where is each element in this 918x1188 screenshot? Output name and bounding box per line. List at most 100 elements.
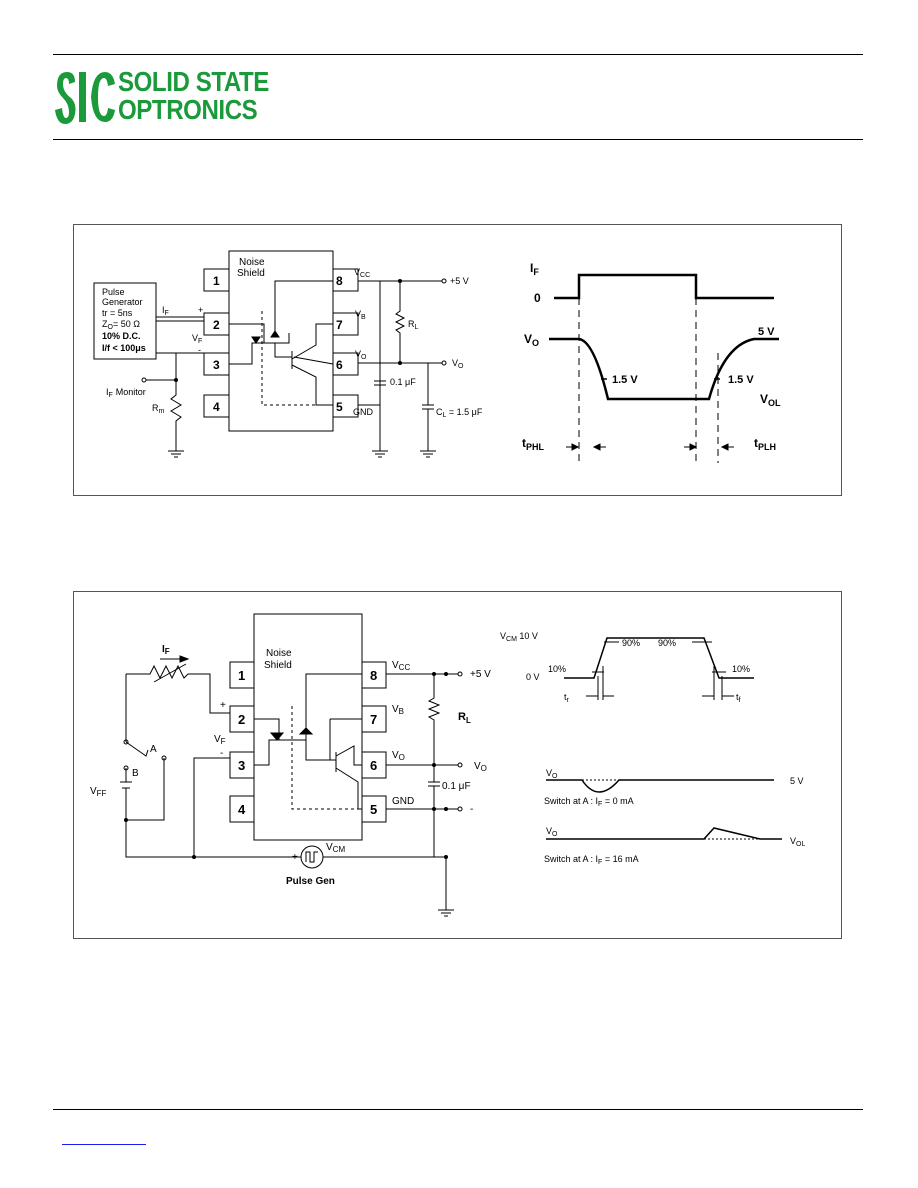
company-name-line1: SOLID STATE — [118, 66, 269, 97]
pin7-label: 7 — [336, 318, 343, 332]
pulse-gen-label: Pulse Gen — [286, 876, 335, 887]
rl-label: RL — [458, 711, 471, 725]
tr-label: tr — [564, 692, 570, 704]
footer-rule — [53, 1109, 863, 1110]
vo-out-label: VO — [474, 761, 487, 773]
junction-dot — [444, 855, 448, 859]
ic-body — [228, 250, 334, 432]
cap-label: 0.1 μF — [442, 781, 471, 792]
pct-90-left: 90% — [622, 638, 640, 648]
pin3-label: 3 — [213, 358, 220, 372]
bypass-capacitor-icon — [428, 765, 440, 809]
vo-waveform-if16 — [546, 827, 782, 840]
ground-icon — [420, 450, 436, 458]
switch-terminal-a — [161, 755, 167, 761]
pulse-generator-icon — [300, 845, 324, 869]
threshold-ticks — [592, 641, 726, 673]
header-top-rule — [53, 54, 863, 55]
pin5-label: 5 — [370, 802, 377, 817]
arrow-icon — [571, 443, 580, 451]
pin8-box — [332, 268, 359, 292]
rm-label: Rm — [152, 403, 165, 415]
rise-fall-markers — [586, 666, 734, 700]
vb-label: VB — [355, 309, 366, 321]
wave1-5v-label: 5 V — [790, 776, 804, 786]
vo-terminal — [457, 762, 463, 768]
vb-label: VB — [392, 704, 404, 716]
vcc-label: VCC — [354, 267, 370, 279]
company-name-line2: OPTRONICS — [118, 94, 258, 125]
rl-label: RL — [408, 319, 419, 331]
pulse-gen-wires — [156, 316, 204, 354]
pct-10-left: 10% — [548, 664, 566, 674]
junction-dot — [398, 361, 402, 365]
pin8-label: 8 — [336, 274, 343, 288]
minus-label: - — [198, 345, 201, 355]
plus-label: + — [220, 700, 226, 711]
logo-mark-icon — [55, 72, 115, 124]
wave-5v-label: 5 V — [758, 326, 775, 338]
vo-terminal — [441, 360, 447, 366]
pin2-label: 2 — [213, 318, 220, 332]
led-icon — [269, 732, 285, 741]
shield-label-1: Noise — [239, 257, 265, 268]
wave-0v-label: 0 V — [526, 672, 540, 682]
wave2-vo-label: VO — [546, 826, 558, 838]
junction-dot — [444, 807, 448, 811]
supply-terminal — [457, 671, 463, 677]
tf-label: tf — [736, 692, 741, 704]
pin8-box — [361, 661, 387, 689]
vo-waveform-if0 — [546, 779, 774, 793]
transistor-icon — [305, 718, 362, 810]
vo-label: VO — [392, 750, 405, 762]
pulse-gen-line6: I/f < 100μs — [102, 343, 146, 353]
pin1-box — [203, 268, 230, 292]
shield-label-2: Shield — [264, 660, 292, 671]
wave2-caption: Switch at A : IF = 16 mA — [544, 854, 639, 866]
arrow-icon — [720, 443, 729, 451]
wave1-caption: Switch at A : IF = 0 mA — [544, 796, 634, 808]
junction-dot — [174, 378, 178, 382]
shield-line — [291, 706, 362, 810]
threshold-label-2: 1.5 V — [728, 374, 754, 386]
junction-dot — [398, 279, 402, 283]
junction-dot — [124, 818, 128, 822]
ground-icon — [372, 450, 388, 458]
monitor-terminal — [141, 377, 147, 383]
wave-vo-label: VO — [524, 332, 539, 348]
vff-label: VFF — [90, 786, 107, 798]
pulse-wave-icon — [305, 851, 318, 863]
pin2-label: 2 — [238, 712, 245, 727]
pin7-label: 7 — [370, 712, 377, 727]
photodiode-icon — [270, 330, 280, 338]
ground-icon — [168, 450, 184, 458]
vcm-label: VCM — [326, 842, 345, 854]
junction-dot — [192, 855, 196, 859]
vo-label: VO — [355, 349, 367, 361]
arrow-icon — [689, 443, 698, 451]
transistor-icon — [291, 323, 333, 406]
vf-label: VF — [192, 333, 202, 345]
switch-terminal — [123, 739, 129, 745]
gnd-minus-label: - — [470, 804, 473, 815]
variable-resistor-icon — [126, 664, 230, 714]
cap1-label: 0.1 μF — [390, 377, 416, 387]
wave2-vol-label: VOL — [790, 836, 805, 848]
tplh-label: tPLH — [754, 436, 776, 452]
pin1-label: 1 — [213, 274, 220, 288]
cap2-label: CL = 1.5 μF — [436, 407, 483, 419]
if-label: IF — [162, 305, 169, 317]
pin1-label: 1 — [238, 668, 245, 683]
pin8-label: 8 — [370, 668, 377, 683]
supply-label: +5 V — [450, 276, 469, 286]
wave-vcm-label: VCM 10 V — [500, 631, 538, 643]
footer-link[interactable] — [62, 1130, 146, 1145]
arrow-icon — [592, 443, 601, 451]
shield-line — [261, 311, 333, 406]
wave-if-label: IF — [530, 261, 539, 277]
pin4-box — [203, 394, 230, 418]
pin4-label: 4 — [213, 400, 220, 414]
vo-waveform — [549, 337, 779, 401]
led-wiring — [229, 323, 290, 365]
diode-wiring — [274, 280, 333, 358]
